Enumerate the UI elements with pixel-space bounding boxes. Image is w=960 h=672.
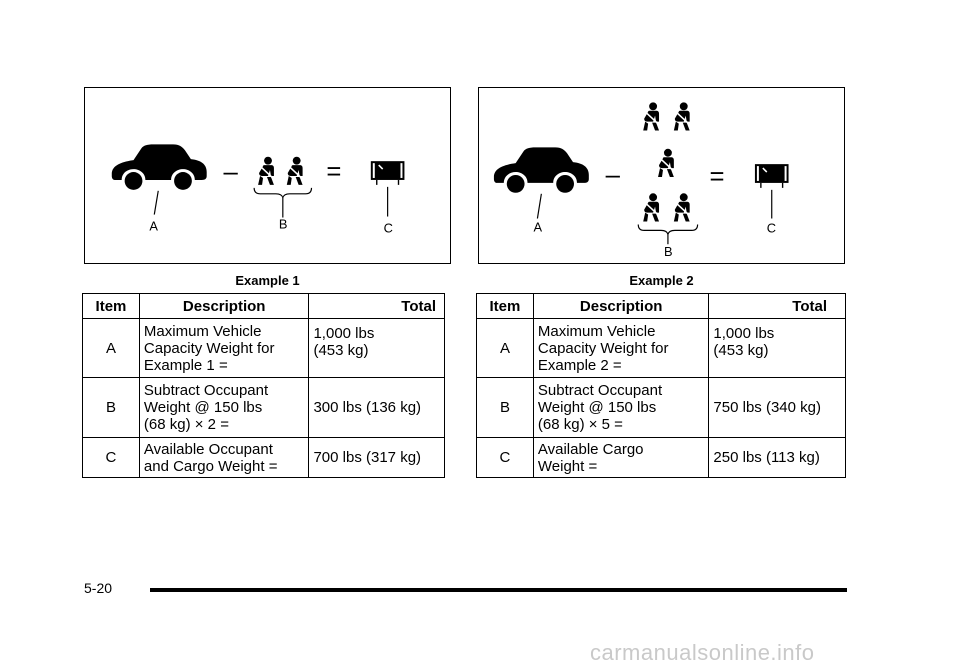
example-2-diagram: A – B = C	[493, 101, 790, 259]
description-line: Weight @ 150 lbs	[537, 399, 657, 416]
example-2-illustration: A – B = C	[478, 87, 845, 264]
occupant-icon	[285, 156, 305, 186]
footer-rule	[150, 588, 847, 592]
table-row: C Available Occupant and Cargo Weight = …	[82, 437, 445, 478]
occupant-icon	[657, 148, 676, 178]
header-description: Description	[532, 293, 710, 319]
item-cell: A	[82, 318, 140, 378]
item-cell: B	[476, 377, 534, 438]
header-total: Total	[708, 293, 846, 319]
label-b: B	[279, 216, 288, 231]
table-row: B Subtract Occupant Weight @ 150 lbs (68…	[476, 377, 846, 438]
description-line: Subtract Occupant	[143, 382, 269, 399]
equals-operator: =	[709, 163, 724, 191]
label-c: C	[384, 220, 393, 235]
table-row: B Subtract Occupant Weight @ 150 lbs (68…	[82, 377, 445, 438]
description-line: Maximum Vehicle	[143, 322, 262, 340]
description-line: Available Occupant	[143, 440, 273, 458]
example-2-table: Item Description Total A Maximum Vehicle…	[476, 293, 846, 478]
description-line: Example 2 =	[537, 356, 622, 374]
description-cell: Subtract Occupant Weight @ 150 lbs (68 k…	[532, 377, 710, 438]
description-line: (68 kg) × 2 =	[143, 416, 229, 433]
minus-operator: –	[224, 158, 239, 186]
item-cell: B	[82, 377, 140, 438]
description-line: Capacity Weight for	[537, 339, 669, 357]
total-cell: 750 lbs (340 kg)	[708, 377, 846, 438]
cargo-icon	[370, 160, 406, 186]
vehicle-icon	[111, 144, 207, 190]
table-row: A Maximum Vehicle Capacity Weight for Ex…	[476, 318, 846, 378]
vehicle-icon	[493, 147, 589, 193]
occupant-icon	[673, 101, 692, 132]
header-item: Item	[476, 293, 534, 319]
label-c: C	[767, 220, 776, 235]
total-cell: 250 lbs (113 kg)	[708, 437, 846, 478]
total-cell: 700 lbs (317 kg)	[308, 437, 445, 478]
cargo-icon	[754, 163, 790, 189]
example-2-caption: Example 2	[629, 273, 694, 288]
item-cell: C	[476, 437, 534, 478]
brace	[253, 187, 313, 198]
item-cell: C	[82, 437, 140, 478]
description-line: (68 kg) × 5 =	[537, 416, 623, 433]
description-cell: Maximum Vehicle Capacity Weight for Exam…	[532, 318, 710, 378]
description-line: Capacity Weight for	[143, 339, 275, 357]
total-cell: 1,000 lbs (453 kg)	[708, 318, 846, 378]
header-item: Item	[82, 293, 140, 319]
description-line: and Cargo Weight =	[143, 457, 278, 475]
label-a: A	[533, 219, 542, 234]
description-line: Weight =	[537, 457, 598, 475]
total-cell: 300 lbs (136 kg)	[308, 377, 445, 438]
occupant-icon	[673, 192, 692, 223]
equals-operator: =	[326, 158, 341, 186]
total-line: 1,000 lbs	[313, 325, 375, 342]
total-line: (453 kg)	[313, 342, 369, 359]
example-1-diagram: A – B = C	[111, 144, 406, 235]
description-cell: Maximum Vehicle Capacity Weight for Exam…	[138, 318, 310, 378]
description-line: Subtract Occupant	[537, 382, 663, 399]
item-cell: A	[476, 318, 534, 378]
brace	[637, 224, 699, 235]
table-row: C Available Cargo Weight = 250 lbs (113 …	[476, 437, 846, 478]
minus-operator: –	[606, 161, 621, 189]
total-cell: 1,000 lbs (453 kg)	[308, 318, 445, 378]
label-b: B	[664, 244, 673, 259]
page-number: 5-20	[84, 580, 113, 596]
example-1-caption: Example 1	[235, 273, 300, 288]
occupant-icon	[642, 192, 661, 223]
description-cell: Available Occupant and Cargo Weight =	[138, 437, 310, 478]
label-a: A	[149, 218, 158, 233]
description-line: Maximum Vehicle	[537, 322, 656, 340]
table-header-row: Item Description Total	[82, 293, 445, 319]
occupant-icon	[257, 156, 276, 186]
example-1-illustration: A – B = C	[84, 87, 451, 264]
description-cell: Available Cargo Weight =	[532, 437, 710, 478]
description-line: Example 1 =	[143, 356, 228, 374]
header-description: Description	[138, 293, 310, 319]
example-1-table: Item Description Total A Maximum Vehicle…	[82, 293, 445, 478]
description-line: Available Cargo	[537, 440, 644, 458]
total-line: (453 kg)	[713, 342, 769, 359]
table-header-row: Item Description Total	[476, 293, 846, 319]
description-cell: Subtract Occupant Weight @ 150 lbs (68 k…	[138, 377, 310, 438]
description-line: Weight @ 150 lbs	[143, 399, 263, 416]
header-total: Total	[308, 293, 445, 319]
watermark: carmanualsonline.info	[590, 640, 815, 665]
total-line: 1,000 lbs	[713, 325, 775, 342]
occupant-icon	[642, 101, 661, 132]
table-row: A Maximum Vehicle Capacity Weight for Ex…	[82, 318, 445, 378]
